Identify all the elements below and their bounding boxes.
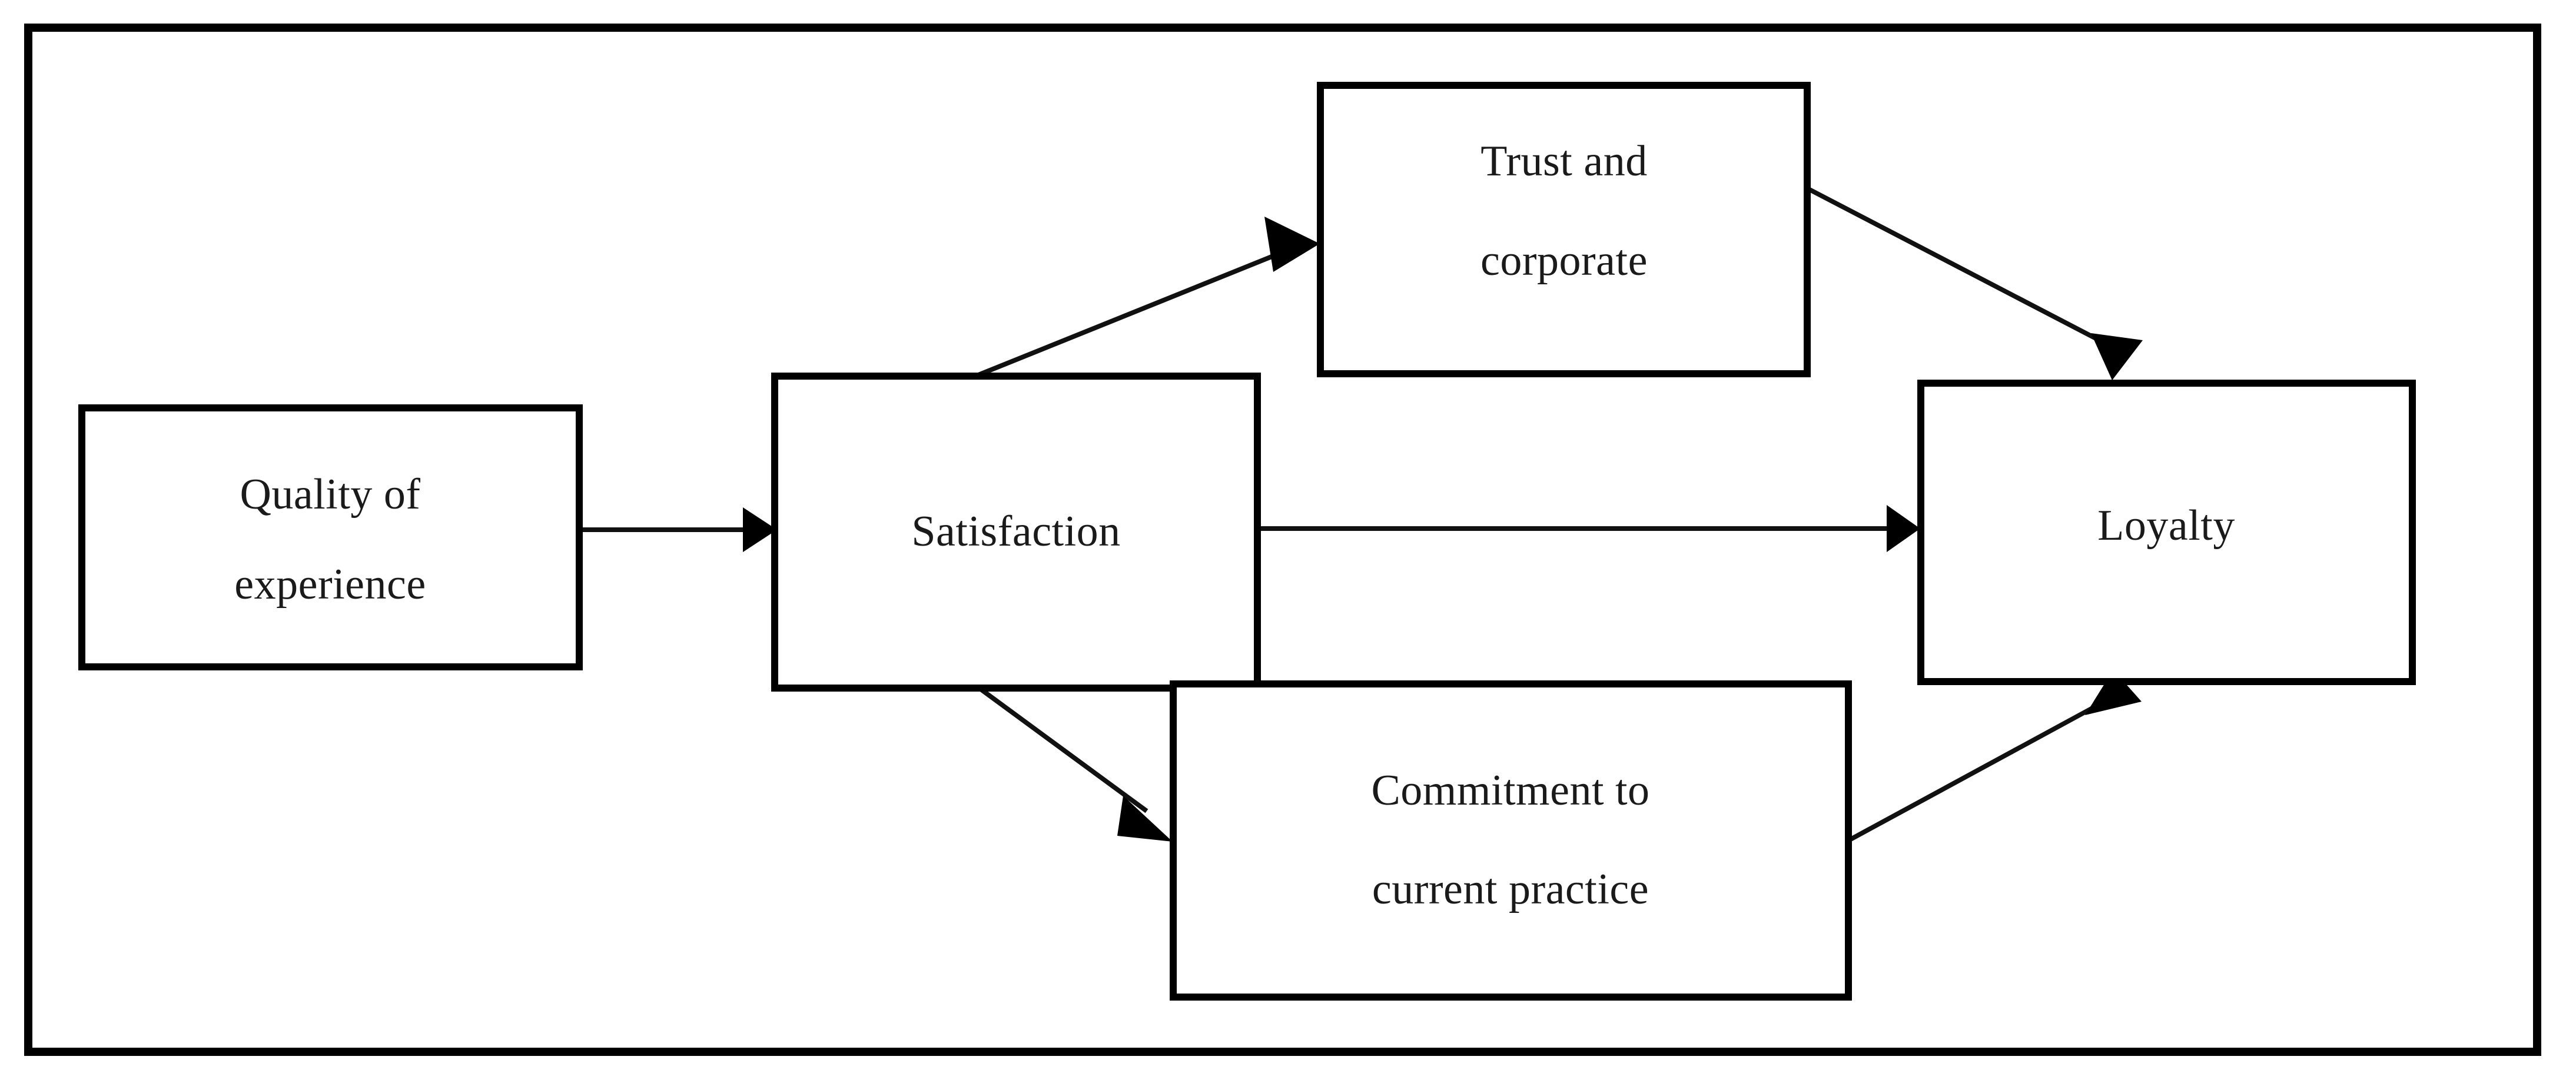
node-commitment-to-current-practice[interactable]: Commitment to current practice [1170,680,1852,1001]
node-quality-of-experience[interactable]: Quality of experience [78,404,583,670]
edge-satisfaction-to-trust [977,217,1320,377]
loyalty-box[interactable] [1917,380,2416,685]
edge-satisfaction-to-commitment [977,685,1173,842]
trust-and-corporate-label-line2: corporate [1480,237,1648,285]
satisfaction-label: Satisfaction [911,507,1120,556]
node-trust-and-corporate[interactable]: Trust and corporate [1317,82,1811,377]
trust-and-corporate-label-line1: Trust and [1480,137,1647,185]
commitment-to-current-practice-label-line2: current practice [1372,865,1649,913]
commitment-to-current-practice-box[interactable] [1170,680,1852,1001]
node-satisfaction[interactable]: Satisfaction [771,373,1261,692]
quality-of-experience-label-line2: experience [234,560,426,609]
quality-of-experience-label-line1: Quality of [240,470,420,519]
edge-quality-to-satisfaction [580,507,777,552]
commitment-to-current-practice-label-line1: Commitment to [1371,766,1649,815]
node-loyalty[interactable]: Loyalty [1917,380,2416,685]
edge-commitment-to-loyalty [1847,670,2142,843]
loyalty-label: Loyalty [2097,501,2235,550]
satisfaction-box[interactable] [771,373,1261,692]
edge-satisfaction-to-loyalty [1257,505,1920,552]
quality-of-experience-box[interactable] [78,404,583,670]
trust-and-corporate-box[interactable] [1317,82,1811,377]
edge-trust-to-loyalty [1806,186,2143,380]
